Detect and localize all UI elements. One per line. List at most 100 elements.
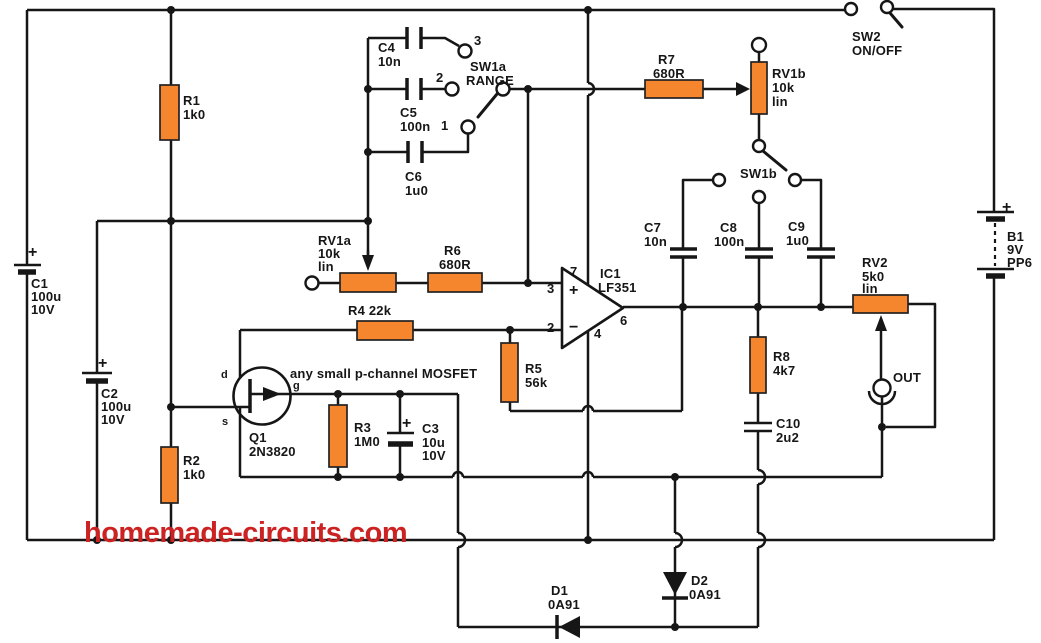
junction	[524, 85, 532, 93]
junction	[167, 6, 175, 14]
junction	[396, 390, 404, 398]
q1-ref: Q1	[249, 430, 267, 445]
sw1a-arm	[476, 92, 499, 119]
r3-value: 1M0	[354, 434, 380, 449]
sw1b-arm	[761, 149, 788, 172]
ic1-pin7: 7	[570, 264, 577, 279]
junction	[334, 390, 342, 398]
rv2-taper: lin	[862, 281, 878, 296]
junction	[93, 536, 101, 544]
c9-ref: C9	[788, 219, 805, 234]
c10-value: 2u2	[776, 430, 799, 445]
c4-value: 10n	[378, 54, 401, 69]
c6-wires	[368, 134, 470, 154]
junction	[817, 303, 825, 311]
c8-value: 100n	[714, 234, 744, 249]
r7-ref: R7	[658, 52, 675, 67]
b1-value: 9V	[1007, 242, 1023, 257]
c8-plates	[745, 247, 773, 259]
b1-ref: B1	[1007, 229, 1024, 244]
junction	[167, 217, 175, 225]
hops-agc	[451, 470, 595, 478]
component-bodies	[159, 61, 909, 504]
sw1a-pos3: 3	[474, 33, 481, 48]
c3-polarity: +	[402, 415, 412, 432]
c6-plates	[406, 141, 424, 163]
hop-pin7	[587, 81, 596, 97]
sw1a-contact-3	[457, 43, 473, 59]
junction	[396, 473, 404, 481]
jack-sleeve-arc	[867, 390, 897, 406]
out-label: OUT	[893, 370, 921, 385]
pot-rv1b	[750, 61, 768, 115]
sw1a-contact-1	[460, 119, 476, 135]
resistor-r1	[159, 84, 180, 141]
top-rail-right	[893, 7, 996, 212]
r5-ref: R5	[525, 361, 542, 376]
c9-plates	[807, 247, 835, 259]
b1-polarity: +	[1002, 199, 1012, 216]
sw1b-ref: SW1b	[740, 166, 777, 181]
q1-source-lead	[171, 405, 250, 477]
r1-value: 1k0	[183, 107, 205, 122]
r8-value: 4k7	[773, 363, 795, 378]
c1-polarity: +	[28, 244, 38, 261]
watermark: homemade-circuits.com	[84, 517, 407, 549]
junction	[524, 279, 532, 287]
rv1b-open-terminal	[750, 36, 768, 54]
opamp-triangle	[560, 266, 625, 350]
junction	[671, 473, 679, 481]
c5-plates	[405, 78, 423, 100]
c6-ref: C6	[405, 169, 422, 184]
c1-ref: C1	[31, 276, 48, 291]
q1-pin-s: s	[222, 416, 228, 428]
junction	[364, 85, 372, 93]
rv2-right-loop	[886, 302, 937, 429]
pot-rv2	[852, 294, 909, 314]
q1-pin-g: g	[293, 380, 300, 392]
b1-long-plates	[977, 210, 1014, 271]
c5-ref: C5	[400, 105, 417, 120]
c3-voltage: 10V	[422, 448, 446, 463]
rv2-value: 5k0	[862, 269, 884, 284]
junction	[334, 473, 342, 481]
mosfet-circle	[232, 366, 292, 426]
c1-voltage: 10V	[31, 302, 55, 317]
rv2-wiper-arrow	[875, 315, 887, 331]
sw1a-common	[495, 81, 511, 97]
labels: R1 1k0 R2 1k0 + C1 100u 10V + C2 100u 10…	[28, 29, 1032, 612]
hop-d2	[674, 531, 684, 549]
junction	[584, 6, 592, 14]
q1-value: 2N3820	[249, 444, 296, 459]
sw1a-contact-2	[444, 81, 460, 97]
resistor-r6	[427, 272, 483, 293]
ic1-pin4: 4	[594, 326, 602, 341]
hop-gate	[457, 531, 467, 549]
ic1-ref: IC1	[600, 266, 621, 281]
junction	[878, 423, 886, 431]
r4-ref: R4 22k	[348, 303, 392, 318]
c3-value: 10u	[422, 435, 445, 450]
sw1a-range: RANGE	[466, 73, 514, 88]
sw1b-contact-left	[711, 172, 727, 188]
c2-voltage: 10V	[101, 412, 125, 427]
ic1-pin6: 6	[620, 313, 627, 328]
sw1a-ref: SW1a	[470, 59, 507, 74]
pot-rv1a	[339, 272, 397, 293]
c5-value: 100n	[400, 119, 430, 134]
r5-loop	[508, 307, 684, 413]
rv1b-value: 10k	[772, 80, 795, 95]
rv1a-ref: RV1a	[318, 233, 352, 248]
q1-gate-arrow	[263, 387, 281, 401]
junction	[671, 623, 679, 631]
ic1-pin2: 2	[547, 320, 554, 335]
rv1b-ref: RV1b	[772, 66, 806, 81]
r7-arrow	[736, 82, 750, 96]
b1-type: PP6	[1007, 255, 1032, 270]
q1-pin-d: d	[221, 369, 228, 381]
r8-ref: R8	[773, 349, 790, 364]
c9-value: 1u0	[786, 233, 809, 248]
r3-ref: R3	[354, 420, 371, 435]
sw1a-pos1: 1	[441, 118, 448, 133]
c8-ref: C8	[720, 220, 737, 235]
